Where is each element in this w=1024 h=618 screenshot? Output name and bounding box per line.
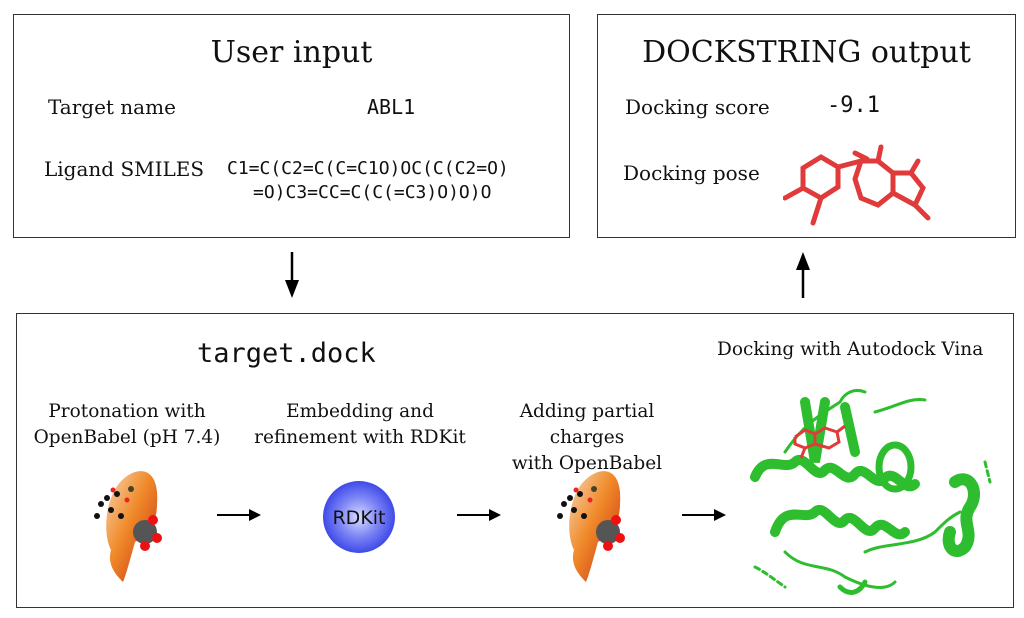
bound-ligand-icon — [793, 424, 846, 459]
target-name-label: Target name — [48, 95, 176, 119]
pipeline-step-docking-label: Docking with Autodock Vina — [717, 339, 984, 360]
arrow-up-icon — [796, 252, 810, 298]
pipeline-step-embedding: Embedding and refinement with RDKit — [250, 399, 470, 451]
protein-ribbon-icon — [750, 388, 992, 595]
rdkit-logo-icon: RDKit — [323, 481, 395, 553]
docking-score-value: -9.1 — [827, 93, 880, 118]
rdkit-logo-text: RDKit — [332, 507, 385, 529]
openbabel-fish-icon — [94, 471, 162, 582]
target-dock-pipeline-panel: target.dock Protonation with OpenBabel (… — [16, 313, 1014, 608]
output-title: DOCKSTRING output — [642, 35, 971, 70]
ligand-structure-icon — [783, 144, 931, 226]
pipeline-step-protonation: Protonation with OpenBabel (pH 7.4) — [17, 399, 237, 451]
pipeline-step-partial-charges: Adding partial charges with OpenBabel — [487, 399, 687, 477]
docking-score-label: Docking score — [625, 95, 770, 119]
smiles-line-2: =O)C3=CC=C(C(=C3)O)O)O — [253, 182, 492, 203]
openbabel-fish-icon — [557, 471, 625, 582]
pipeline-title: target.dock — [197, 338, 376, 369]
step-label: Adding partial charges with OpenBabel — [511, 401, 663, 474]
arrow-down-icon — [285, 252, 299, 298]
target-name-value: ABL1 — [367, 95, 416, 119]
ligand-smiles-value: C1=C(C2=C(C=C1O)OC(C(C2=O) =O)C3=CC=C(C(… — [227, 157, 509, 205]
step-label: Protonation with OpenBabel (pH 7.4) — [33, 401, 221, 448]
arrow-right-icon — [217, 509, 261, 521]
user-input-panel: User input Target name ABL1 Ligand SMILE… — [13, 14, 570, 238]
docking-pose-label: Docking pose — [623, 161, 760, 185]
arrow-right-icon — [457, 509, 501, 521]
ligand-smiles-label: Ligand SMILES — [44, 157, 205, 181]
smiles-line-1: C1=C(C2=C(C=C1O)OC(C(C2=O) — [227, 158, 509, 179]
user-input-title: User input — [210, 35, 373, 70]
step-label: Embedding and refinement with RDKit — [254, 401, 466, 448]
arrow-right-icon — [682, 509, 726, 521]
dockstring-output-panel: DOCKSTRING output Docking score -9.1 Doc… — [597, 14, 1016, 238]
